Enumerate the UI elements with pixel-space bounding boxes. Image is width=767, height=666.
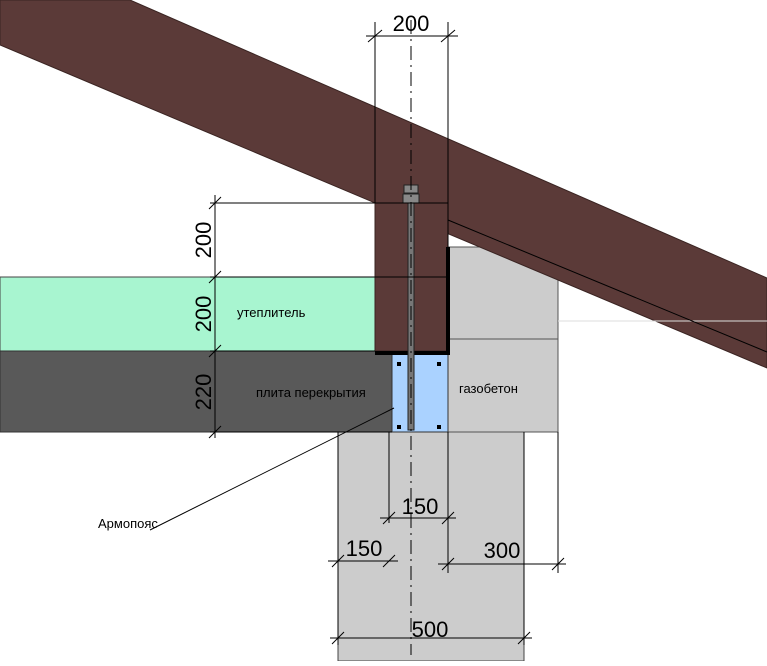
rebar-dot xyxy=(437,425,441,429)
dimension-lines xyxy=(208,29,566,645)
lower-wall xyxy=(337,431,525,662)
dim-wall-width: 500 xyxy=(412,617,449,642)
dim-wall-right-offset: 300 xyxy=(484,538,521,563)
label-slab: плита перекрытия xyxy=(256,385,366,400)
dim-rafter-height: 200 xyxy=(191,222,216,259)
rafter-beam xyxy=(0,0,767,369)
dim-slab-height: 220 xyxy=(191,374,216,411)
dim-belt-width: 150 xyxy=(402,494,439,519)
dim-top-width: 200 xyxy=(393,11,430,36)
rebar-dot xyxy=(397,362,401,366)
label-belt: Армопояс xyxy=(98,516,158,531)
dim-wall-left-offset: 150 xyxy=(346,536,383,561)
floor-slab xyxy=(0,350,393,433)
metal-bracket xyxy=(375,247,450,355)
label-aerated-concrete: газобетон xyxy=(459,381,518,396)
insulation-layer xyxy=(0,276,376,352)
label-insulation: утеплитель xyxy=(237,305,306,320)
rebar-dot xyxy=(437,362,441,366)
dim-insulation-height: 200 xyxy=(191,296,216,333)
extension-lines xyxy=(149,22,767,645)
rebar-dot xyxy=(397,425,401,429)
